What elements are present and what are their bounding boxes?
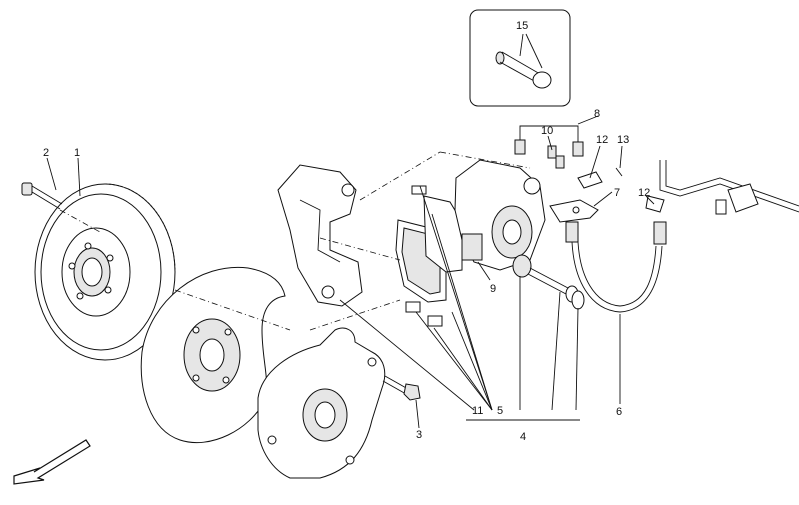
dust-shield (140, 266, 286, 444)
callout-5: 5 (497, 405, 503, 417)
callout-7: 7 (614, 187, 620, 199)
caliper-guide-pin (512, 254, 585, 310)
caliper-bracket (277, 164, 363, 307)
callout-13: 13 (617, 134, 629, 146)
callout-6: 6 (616, 406, 622, 418)
brake-caliper (454, 159, 546, 271)
brake-fittings (547, 145, 565, 169)
assembly-axis-lines (59, 151, 531, 331)
wheel-hub-knuckle (257, 327, 386, 479)
knuckle-bolt (382, 375, 421, 401)
brake-pads (395, 185, 463, 327)
hose-bracket (549, 167, 623, 223)
brake-hose (565, 221, 667, 313)
front-direction-arrow-icon (13, 439, 91, 485)
callout-12-right: 12 (638, 187, 650, 199)
callout-15: 15 (516, 20, 528, 32)
callout-9: 9 (490, 283, 496, 295)
callout-8: 8 (594, 108, 600, 120)
callout-3: 3 (416, 429, 422, 441)
leader-lines (46, 115, 655, 429)
callout-12-top: 12 (596, 134, 608, 146)
brake-disc (34, 183, 176, 361)
inset-box-15 (469, 9, 571, 107)
disc-bolt (21, 182, 63, 210)
chassis-brake-line (645, 160, 799, 215)
callout-11: 11 (472, 405, 483, 417)
callout-4: 4 (520, 431, 526, 443)
callout-2: 2 (43, 147, 49, 159)
callout-10: 10 (541, 125, 553, 137)
callout-1: 1 (74, 147, 80, 159)
brake-pipe (514, 125, 584, 157)
